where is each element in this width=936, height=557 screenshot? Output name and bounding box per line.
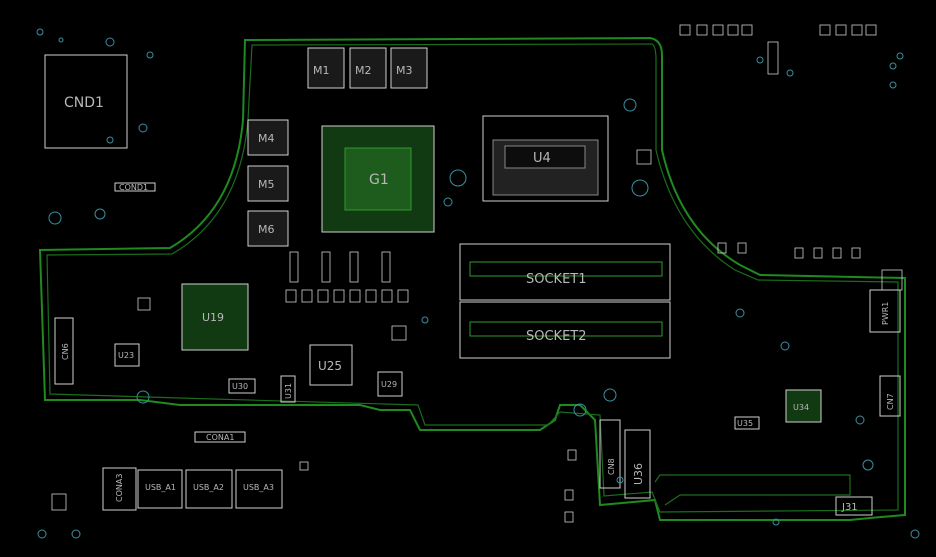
m2-chip <box>349 47 387 89</box>
u23-ic <box>114 343 140 367</box>
top-right-pads <box>679 24 903 291</box>
u34-ic <box>785 389 822 423</box>
cond1-outline <box>114 182 156 192</box>
cona3-connector <box>102 467 137 511</box>
u30-label: U30 <box>232 382 248 391</box>
m5-chip <box>247 165 289 202</box>
cn7-connector <box>879 375 901 417</box>
cona3-label: CONA3 <box>115 474 124 502</box>
usb-a2-port <box>185 469 233 509</box>
cn6-connector <box>54 317 74 385</box>
usb-a3-port <box>235 469 283 509</box>
pwr1-label: PWR1 <box>881 302 890 325</box>
u25-ic <box>309 344 353 386</box>
usb-a3-label: USB_A3 <box>243 483 274 492</box>
u35-ic <box>734 416 760 430</box>
usb-a2-label: USB_A2 <box>193 483 224 492</box>
usb-a1-label: USB_A1 <box>145 483 176 492</box>
m3-label: M3 <box>396 64 413 77</box>
usb-a1-port <box>137 469 183 509</box>
cn8-label: CN8 <box>607 458 616 475</box>
m4-label: M4 <box>258 132 275 145</box>
u29-ic <box>377 371 403 397</box>
u36-label: U36 <box>632 463 645 485</box>
u35-label: U35 <box>737 419 753 428</box>
m6-label: M6 <box>258 223 275 236</box>
cona1-connector <box>194 431 246 443</box>
u4-center <box>504 145 586 169</box>
socket2-slot <box>469 321 663 337</box>
cn6-label: CN6 <box>61 343 70 360</box>
u36-ic <box>624 429 651 499</box>
u29-label: U29 <box>381 380 397 389</box>
u31-label: U31 <box>284 383 293 399</box>
u30-ic <box>228 378 256 394</box>
u34-label: U34 <box>793 403 809 412</box>
u31-ic <box>280 375 296 403</box>
m2-label: M2 <box>355 64 372 77</box>
m1-label: M1 <box>313 64 330 77</box>
m4-chip <box>247 119 289 156</box>
u19-label: U19 <box>202 311 224 324</box>
m1-chip <box>307 47 345 89</box>
socket1-slot <box>469 261 663 277</box>
cond1-label: COND1 <box>119 183 148 192</box>
u25-label: U25 <box>318 359 342 373</box>
u4-label: U4 <box>533 151 551 166</box>
u19-bga <box>181 283 249 351</box>
m5-label: M5 <box>258 178 275 191</box>
g1-label: G1 <box>369 172 389 188</box>
j31-label: J31 <box>841 502 858 513</box>
socket2-outline <box>459 301 671 359</box>
cnd1-label: CND1 <box>64 95 104 111</box>
cona1-label: CONA1 <box>206 433 234 442</box>
cnd1-outline <box>44 54 128 149</box>
socket1-outline <box>459 243 671 301</box>
cn7-label: CN7 <box>886 393 895 410</box>
board-inner-trace <box>46 43 899 513</box>
u23-label: U23 <box>118 351 134 360</box>
right-slot <box>654 474 851 506</box>
j31-connector <box>835 496 873 516</box>
board-edge <box>38 36 906 521</box>
socket2-label: SOCKET2 <box>526 329 587 344</box>
socket1-label: SOCKET1 <box>526 272 587 287</box>
m6-chip <box>247 210 289 247</box>
center-pads <box>51 149 652 523</box>
cn8-connector <box>599 419 621 489</box>
vias <box>36 28 920 539</box>
u4-outline <box>482 115 609 202</box>
g1-die <box>344 147 412 211</box>
m3-chip <box>390 47 428 89</box>
